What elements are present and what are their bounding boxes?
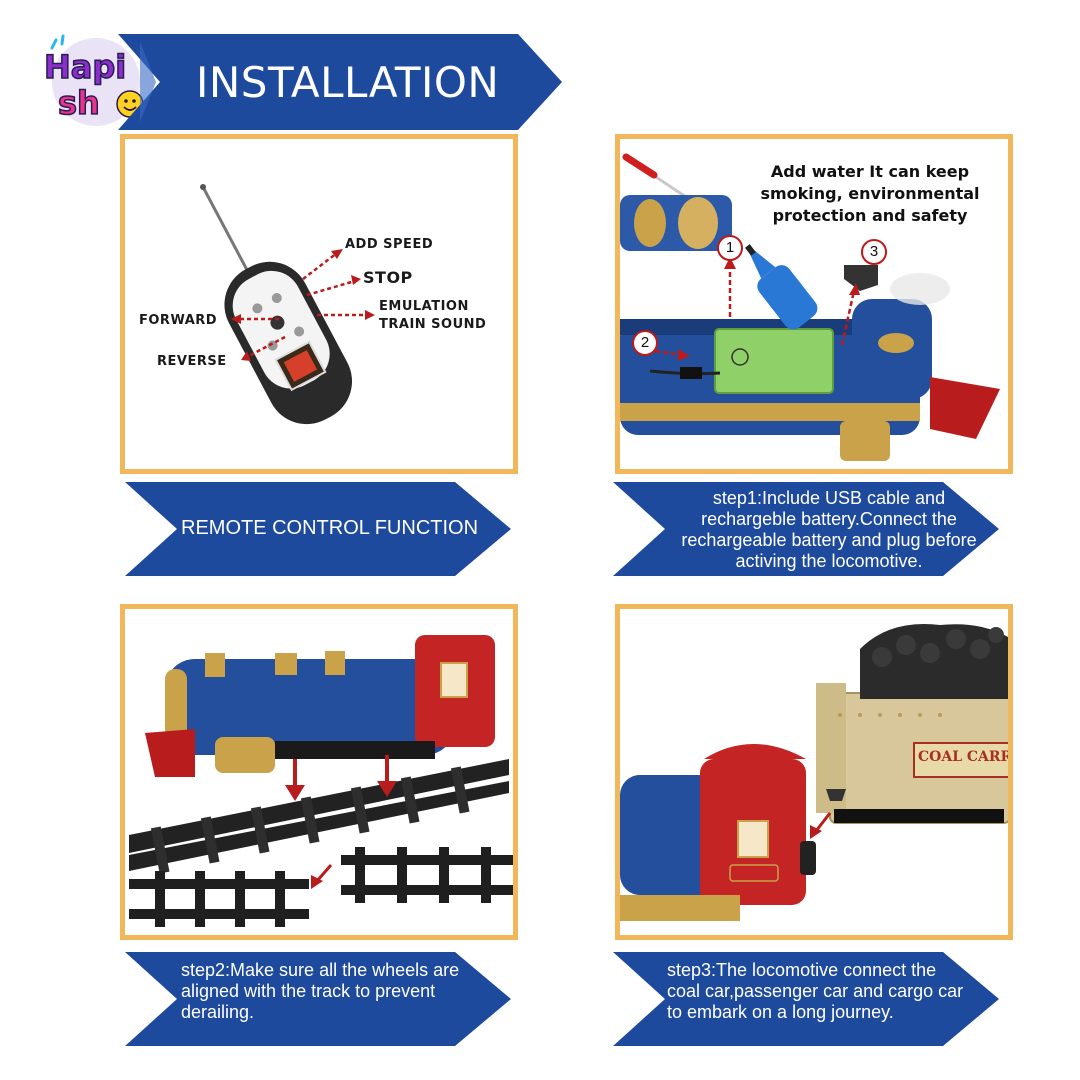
locomotive-battery-illustration bbox=[620, 153, 1000, 461]
step1-banner: step1:Include USB cable and rechargeble … bbox=[613, 482, 1005, 576]
coal-car-illustration bbox=[620, 624, 1008, 921]
page-title: INSTALLATION bbox=[196, 58, 500, 107]
brand-logo: Hapi sh bbox=[32, 34, 160, 130]
svg-text:Hapi: Hapi bbox=[44, 48, 126, 86]
train-sound-label: TRAIN SOUND bbox=[379, 317, 487, 332]
forward-label: FORWARD bbox=[139, 313, 218, 328]
step3-text: step3:The locomotive connect the coal ca… bbox=[667, 960, 964, 1022]
brand-logo-graphic: Hapi sh bbox=[43, 34, 154, 126]
remote-control-banner-text: REMOTE CONTROL FUNCTION bbox=[181, 517, 479, 539]
battery-step-panel: 1 2 3 bbox=[615, 134, 1013, 474]
step1-text: step1:Include USB cable and rechargeble … bbox=[681, 488, 977, 571]
remote-control-panel: ADD SPEED STOP EMULATION TRAIN SOUND FOR… bbox=[120, 134, 518, 474]
remote-control-banner: REMOTE CONTROL FUNCTION bbox=[125, 482, 517, 576]
marker-1: 1 bbox=[717, 235, 743, 261]
remote-control-illustration bbox=[200, 184, 375, 425]
marker-2: 2 bbox=[632, 330, 658, 356]
water-note: Add water It can keep smoking, environme… bbox=[760, 162, 980, 225]
step2-text: step2:Make sure all the wheels are align… bbox=[181, 960, 460, 1022]
header-banner: INSTALLATION bbox=[118, 34, 562, 130]
step2-banner: step2:Make sure all the wheels are align… bbox=[125, 952, 517, 1046]
emulation-label: EMULATION bbox=[379, 299, 469, 314]
step3-banner: step3:The locomotive connect the coal ca… bbox=[613, 952, 1005, 1046]
coal-car-step-panel: COAL CARR bbox=[615, 604, 1013, 940]
add-speed-label: ADD SPEED bbox=[345, 237, 434, 252]
locomotive-track-illustration bbox=[129, 635, 513, 927]
coal-car-label: COAL CARR bbox=[918, 749, 1013, 765]
reverse-label: REVERSE bbox=[157, 354, 227, 369]
marker-3: 3 bbox=[861, 239, 887, 265]
stop-label: STOP bbox=[363, 268, 413, 287]
track-step-panel bbox=[120, 604, 518, 940]
svg-text:sh: sh bbox=[58, 84, 100, 122]
